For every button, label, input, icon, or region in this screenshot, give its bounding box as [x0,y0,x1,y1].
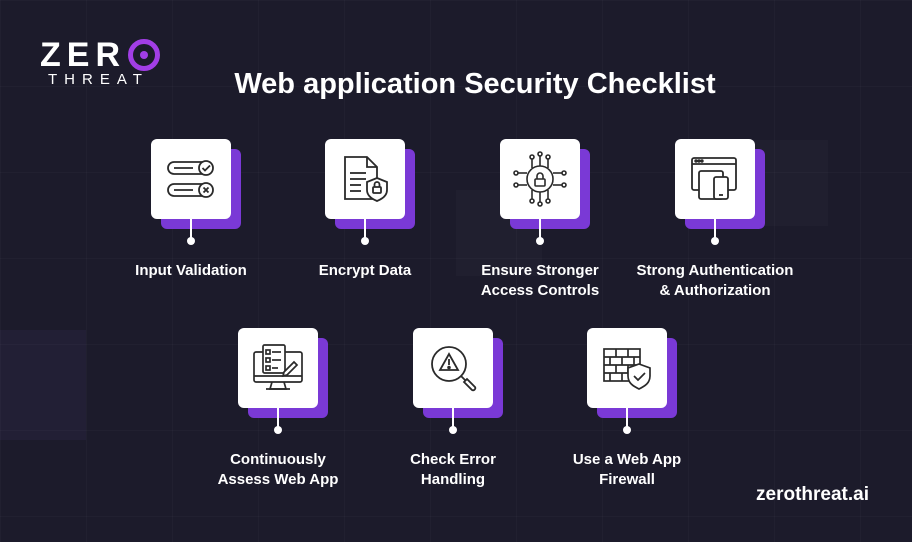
checklist-item-access-controls: Ensure Stronger Access Controls [481,139,670,299]
checklist-item-error-handling: Check Error Handling [410,328,583,488]
checklist-label: Ensure Stronger Access Controls [480,262,600,299]
logo-o-ring-icon [128,39,160,71]
checklist-item-web-app-firewall: Use a Web App Firewall [573,328,757,488]
checklist-label: Continuously Assess Web App [217,451,339,488]
checklist-label: Use a Web App Firewall [572,451,682,488]
zerothreat-logo: ZER THREAT [40,38,170,90]
checklist-label: Check Error Handling [410,451,496,488]
logo-subtitle: THREAT [48,71,149,88]
checklist-item-assess-web-app: Continuously Assess Web App [218,328,408,488]
checklist-item-input-validation: Input Validation [135,139,321,299]
website-url: zerothreat.ai [756,484,869,505]
encrypt-document-icon [344,156,388,202]
warning-magnifier-icon [431,346,477,392]
input-validation-icon [167,160,214,198]
background-tile [0,330,86,440]
firewall-shield-icon [603,348,651,390]
checklist-label: Encrypt Data [318,262,412,279]
circuit-lock-icon [513,151,567,207]
page-title: Web application Security Checklist [234,68,716,100]
checklist-label: Strong Authentication & Authorization [636,262,794,299]
multi-device-icon [691,157,737,200]
checklist-item-authentication: Strong Authentication & Authorization [637,139,845,299]
logo-word: ZER [40,36,126,74]
checklist-label: Input Validation [135,262,247,279]
checklist-item-encrypt-data: Encrypt Data [319,139,495,299]
monitor-assess-icon [253,344,303,390]
